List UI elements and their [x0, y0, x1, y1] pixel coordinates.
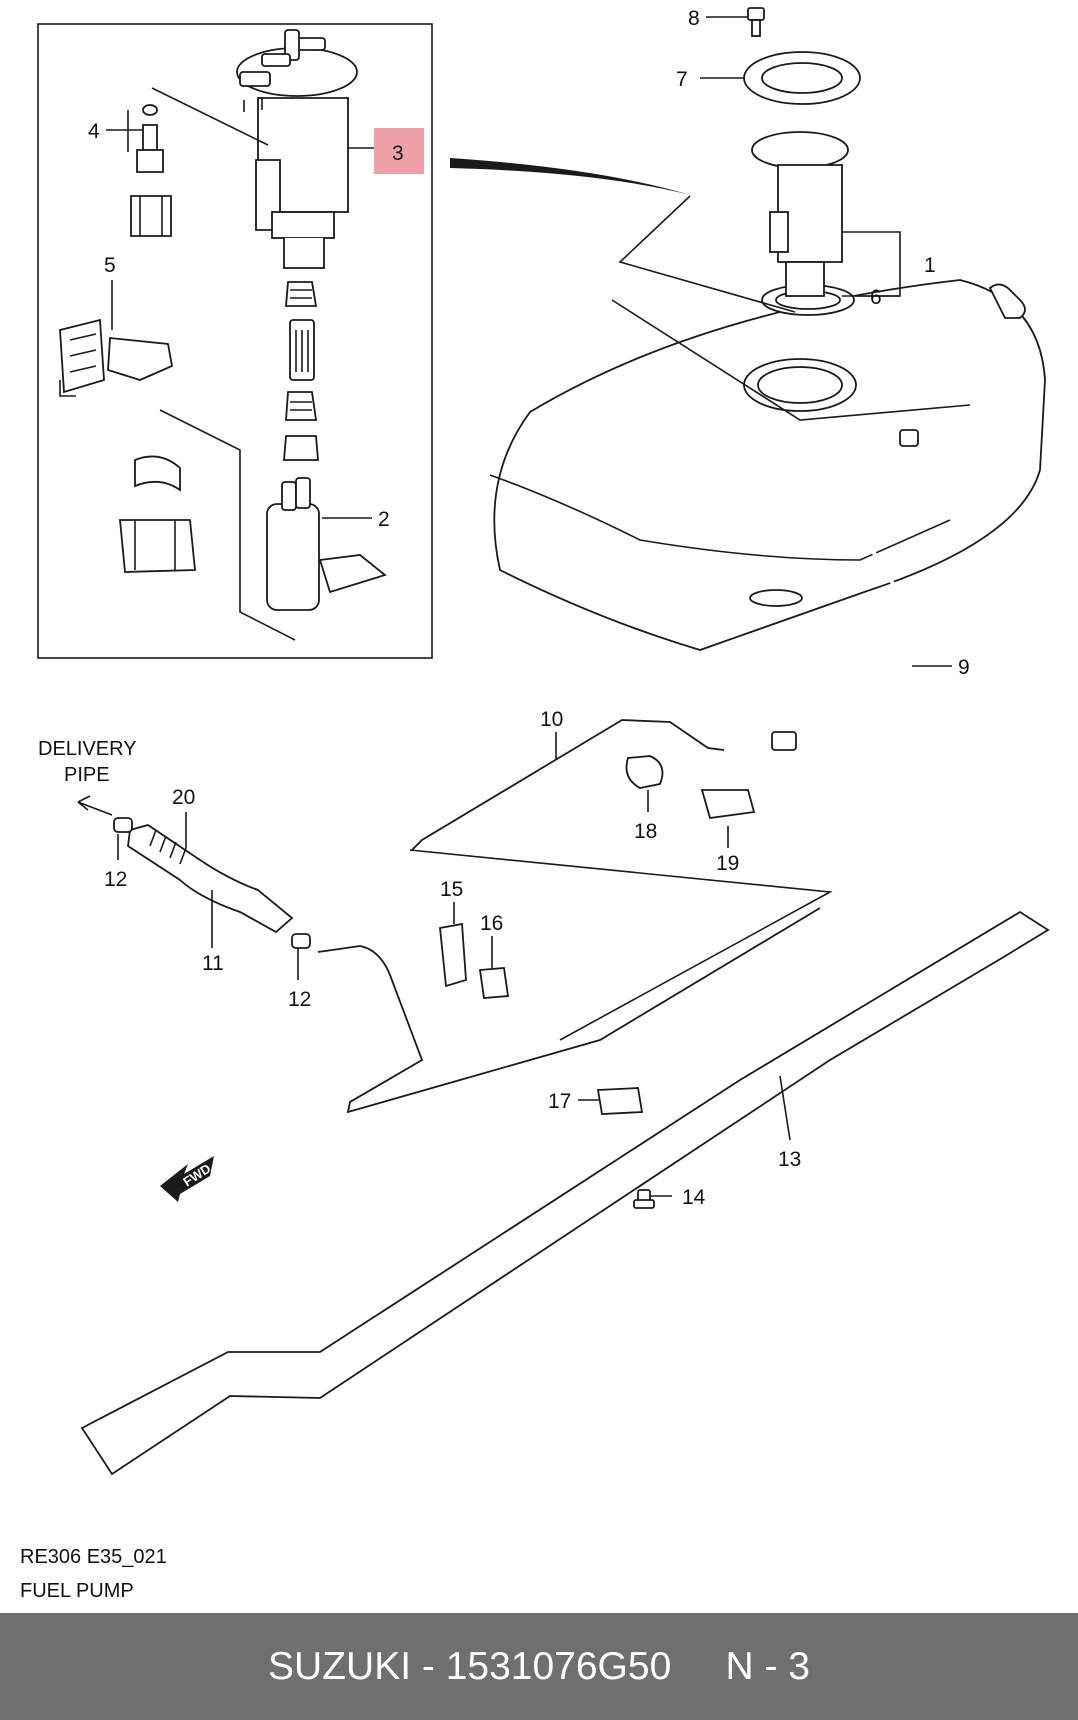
callout-6: 6: [870, 286, 882, 309]
callout-16: 16: [480, 912, 503, 935]
part-3-pump-module: [236, 29, 358, 269]
callout-15: 15: [440, 878, 463, 901]
callout-13: 13: [778, 1148, 801, 1171]
part-15-bracket: [439, 922, 467, 988]
part-2-fuel-pump: [266, 477, 387, 611]
pump-guide: [618, 195, 796, 313]
callout-17: 17: [548, 1090, 571, 1113]
callout-7: 7: [676, 68, 688, 91]
part-11-filler-hose: [127, 824, 294, 934]
fuel-pump-diagram: 3 4 5 2 1 6 7 8 9 10 18 19 20 11 12 12 1…: [20, 7, 1050, 1602]
part-12-clamp-a: [113, 817, 133, 833]
inset-clips: [119, 455, 196, 573]
callout-12-b: 12: [288, 988, 311, 1011]
callout-19: 19: [716, 852, 739, 875]
diagram-title: FUEL PUMP: [20, 1580, 134, 1602]
part-9-hose: [771, 429, 919, 751]
fwd-arrow-icon: [160, 1156, 214, 1202]
part-7-plate: [743, 51, 861, 105]
fuel-tank: [489, 279, 1046, 651]
callout-14: 14: [682, 1186, 706, 1209]
callout-18: 18: [634, 820, 657, 843]
inset-frame: [37, 23, 433, 659]
part-4-regulator: [130, 104, 172, 237]
callout-4: 4: [88, 120, 100, 143]
callout-1: 1: [924, 254, 936, 277]
inset-guide-b: [159, 409, 296, 641]
callout-2: 2: [378, 508, 390, 531]
pipe-guide: [409, 849, 833, 1041]
diagram-code: RE306 E35_021: [20, 1546, 167, 1568]
return-pipe: [317, 907, 821, 1114]
part-number-text: SUZUKI - 1531076G50 N - 3: [268, 1644, 810, 1688]
footer-bar: SUZUKI - 1531076G50 N - 3: [0, 1613, 1078, 1720]
inset-pointer: [450, 158, 690, 195]
callout-3: 3: [392, 142, 404, 165]
part-14-bolt: [633, 1189, 655, 1209]
callout-10: 10: [540, 708, 563, 731]
part-13-protector: [80, 910, 1050, 1476]
part-18-clamp: [625, 755, 664, 789]
part-8-bolt: [747, 7, 765, 37]
delivery-pipe-label-line2: PIPE: [64, 764, 110, 786]
inset-filter-stack: [283, 281, 319, 461]
callout-12-a: 12: [104, 868, 127, 891]
inset-guide-a: [151, 87, 269, 146]
callout-8: 8: [688, 7, 700, 30]
part-1-pump-assembly: [751, 131, 855, 316]
callout-20: 20: [172, 786, 195, 809]
leader-lines: [106, 16, 952, 1197]
delivery-pipe-arrow: [77, 795, 113, 816]
callout-5: 5: [104, 254, 116, 277]
highlight-box: [374, 128, 424, 174]
part-19-clamp: [700, 789, 756, 819]
part-5-sender-unit: [59, 318, 174, 397]
part-12-clamp-b: [291, 933, 311, 949]
part-10-fuel-pipe: [411, 719, 725, 851]
callout-11: 11: [202, 952, 224, 975]
callout-9: 9: [958, 656, 970, 679]
part-16-clip: [478, 967, 510, 999]
part-17-clip: [596, 1087, 644, 1115]
delivery-pipe-label-line1: DELIVERY: [38, 738, 137, 760]
